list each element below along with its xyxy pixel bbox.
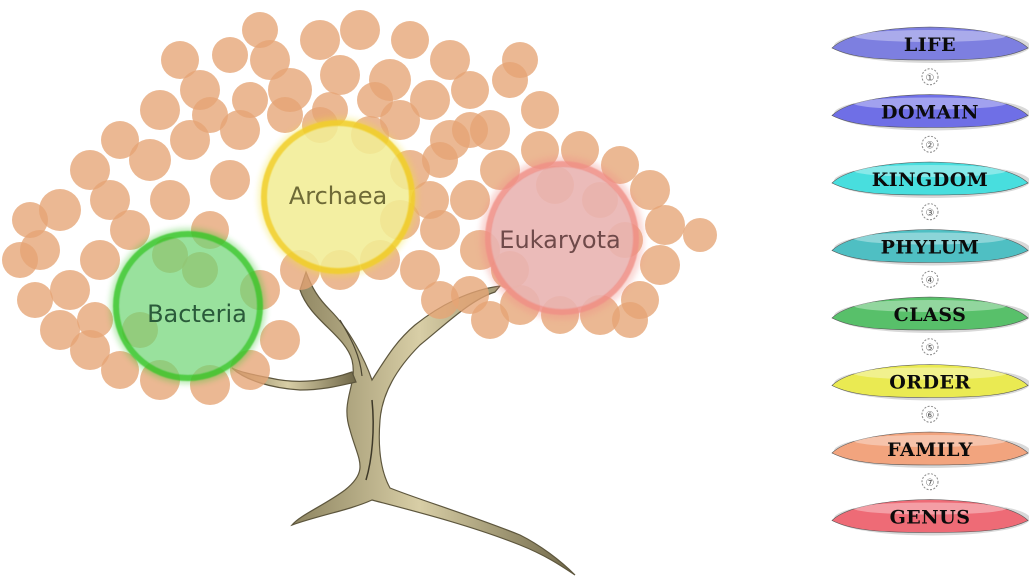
rank-connector-icon: ⑥ [922,406,938,422]
leaf [17,282,53,318]
domain-eukaryota: Eukaryota [480,156,644,320]
leaf [2,242,38,278]
leaf [150,180,190,220]
leaf [421,281,459,319]
leaf [502,42,538,78]
domain-bacteria: Bacteria [110,228,266,384]
leaf [300,20,340,60]
leaf [340,10,380,50]
leaf [451,71,489,109]
leaf [129,139,171,181]
rank-connector-number: ⑥ [926,410,935,421]
leaf [645,205,685,245]
leaf [357,82,393,118]
leaf [521,91,559,129]
leaf [161,41,199,79]
rank-connector-number: ② [926,140,935,151]
leaf [192,97,228,133]
rank-connector-icon: ⑤ [922,339,938,355]
leaf [90,180,130,220]
rank-connector-icon: ① [922,69,938,85]
leaf [391,21,429,59]
rank-label: KINGDOM [872,169,989,191]
rank-connector-number: ① [926,73,935,84]
leaf [612,302,648,338]
leaf [683,218,717,252]
rank-connector-number: ⑦ [926,478,935,489]
leaf [640,245,680,285]
leaf [210,160,250,200]
rank-class: CLASS [832,297,1029,333]
rank-label: LIFE [904,34,956,56]
archaea-label: Archaea [289,182,387,210]
rank-connector-number: ③ [926,208,935,219]
rank-life: LIFE [832,27,1029,63]
leaf [77,302,113,338]
leaf [422,142,458,178]
rank-connector-number: ⑤ [926,343,935,354]
leaf [212,37,248,73]
domain-archaea: Archaea [258,117,418,277]
leaf [452,112,488,148]
leaf [320,55,360,95]
rank-order: ORDER [832,365,1029,401]
leaf [267,97,303,133]
rank-connector-icon: ③ [922,204,938,220]
leaf [140,90,180,130]
rank-label: GENUS [890,507,971,529]
rank-genus: GENUS [832,500,1029,536]
rank-domain: DOMAIN [832,95,1029,131]
eukaryota-label: Eukaryota [499,226,620,254]
leaf [242,12,278,48]
leaf [50,270,90,310]
leaf [260,320,300,360]
rank-connector-icon: ④ [922,271,938,287]
rank-phylum: PHYLUM [832,230,1029,266]
leaf [232,82,268,118]
leaf [80,240,120,280]
rank-label: FAMILY [887,439,973,461]
taxonomic-rank-ladder: LIFE ① DOMAIN ② KINGDOM ③ PHYLUM ④ CLASS ⑤ ORDER ⑥ F… [832,27,1029,536]
leaf [12,202,48,238]
rank-connector-icon: ② [922,136,938,152]
rank-label: ORDER [889,372,971,394]
rank-label: CLASS [894,304,967,326]
rank-label: PHYLUM [881,237,980,259]
rank-connector-number: ④ [926,275,935,286]
rank-family: FAMILY [832,432,1029,468]
bacteria-label: Bacteria [147,300,247,328]
rank-label: DOMAIN [881,102,979,124]
rank-connector-icon: ⑦ [922,474,938,490]
rank-kingdom: KINGDOM [832,162,1029,198]
